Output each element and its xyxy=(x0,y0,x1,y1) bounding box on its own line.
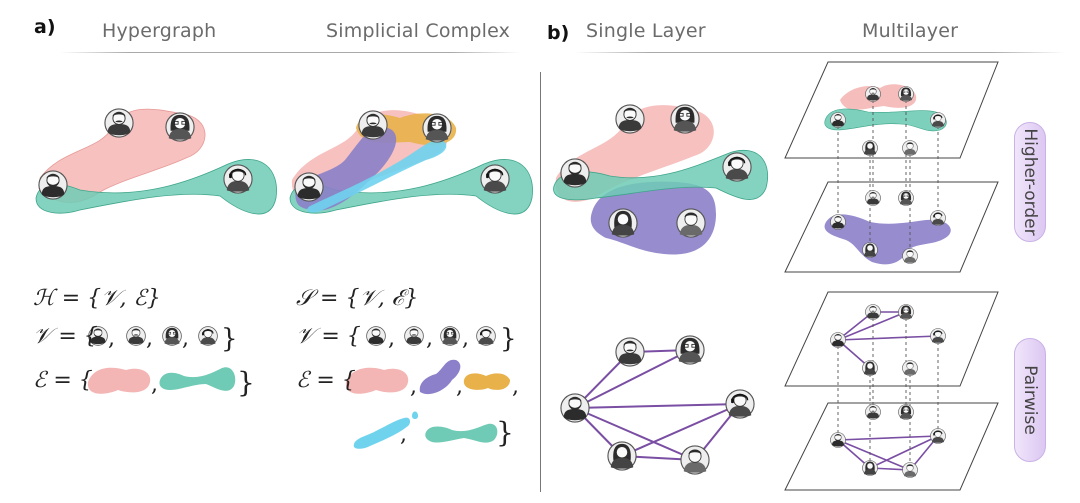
higher-order-pill: Higher-order xyxy=(1014,122,1046,242)
single-teal xyxy=(553,150,768,201)
woman-icon xyxy=(607,441,637,471)
mustache-man-icon xyxy=(358,110,388,140)
simplicial-edge-set-continued: ,} xyxy=(400,416,514,449)
man-icon xyxy=(680,445,710,475)
simplicial-vertex-set-prefix: 𝒱 = { xyxy=(296,324,361,349)
header-rule-b xyxy=(575,52,1065,53)
header-rule-a xyxy=(60,52,520,53)
woman-glasses-icon xyxy=(675,335,705,365)
panel-a-label: a) xyxy=(34,16,56,38)
single-layer-pairwise xyxy=(560,335,755,475)
mustache-man-icon xyxy=(104,108,134,138)
simplicial-definition: 𝒮 = {𝒱, ℰ} xyxy=(296,286,419,311)
header-multilayer: Multilayer xyxy=(862,20,959,42)
headset-woman-icon xyxy=(722,152,752,182)
bearded-man-icon xyxy=(294,172,324,202)
hypergraph-vertex-set-prefix: 𝒱 = { xyxy=(33,324,98,349)
headset-woman-icon xyxy=(480,164,510,194)
edge-set-shapes-simplicial xyxy=(345,359,510,449)
simplex-cyan xyxy=(307,139,447,213)
panel-b-label: b) xyxy=(547,22,570,44)
hypergraph-edge-set-prefix: ℰ = { xyxy=(33,368,93,393)
headset-woman-icon xyxy=(223,164,253,194)
mustache-man-icon xyxy=(615,337,645,367)
bearded-man-icon xyxy=(38,170,68,200)
single-layer-higher-order xyxy=(553,104,768,255)
multilayer-pairwise xyxy=(784,291,999,491)
hypergraph-definition: ℋ = {𝒱, ℰ} xyxy=(33,286,161,311)
hypergraph-edge-set: ℰ = {,} xyxy=(33,366,255,399)
simplicial-diagram xyxy=(289,110,533,215)
woman-glasses-icon xyxy=(670,104,700,134)
woman-glasses-icon xyxy=(422,113,452,143)
mustache-man-icon xyxy=(615,104,645,134)
header-hypergraph: Hypergraph xyxy=(102,20,217,42)
multilayer-higher-order xyxy=(784,61,999,273)
simplicial-edge-set: ℰ = {,,, xyxy=(296,368,519,399)
header-simplicial-complex: Simplicial Complex xyxy=(326,20,511,42)
bearded-man-icon xyxy=(560,393,590,423)
woman-glasses-icon xyxy=(165,112,195,142)
hypergraph-vertex-set: 𝒱 = {,,,} xyxy=(33,324,238,354)
hyperedge-teal xyxy=(35,159,277,215)
headset-woman-icon xyxy=(725,389,755,419)
simplicial-edge-set-prefix: ℰ = { xyxy=(296,368,356,393)
bearded-man-icon xyxy=(560,158,590,188)
man-icon xyxy=(676,208,706,238)
panel-divider xyxy=(540,72,541,492)
woman-icon xyxy=(608,208,638,238)
pairwise-pill: Pairwise xyxy=(1014,338,1046,462)
header-single-layer: Single Layer xyxy=(586,20,706,42)
simplicial-vertex-set: 𝒱 = {,,,} xyxy=(296,324,517,354)
hypergraph-diagram xyxy=(35,108,277,215)
edge-set-shapes-hypergraph xyxy=(87,367,236,394)
